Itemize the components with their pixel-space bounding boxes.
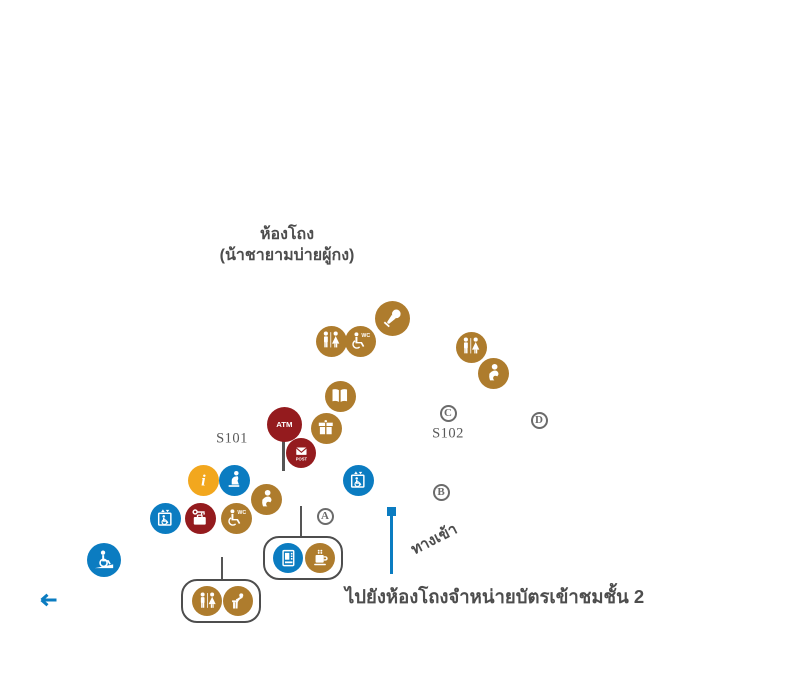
marker-c: C bbox=[439, 404, 457, 422]
kiosk2-leader-line bbox=[221, 557, 223, 579]
svg-text:POST: POST bbox=[295, 456, 307, 461]
marker-d: D bbox=[530, 411, 548, 429]
entrance-line bbox=[390, 511, 393, 574]
entrance-line-cap bbox=[386, 507, 396, 516]
prayer-room-icon bbox=[218, 464, 250, 496]
drinking-fountain-icon bbox=[223, 586, 253, 616]
gift-shop-icon bbox=[310, 412, 342, 444]
marker-a: A bbox=[316, 507, 334, 525]
nursing-room-icon bbox=[250, 483, 282, 515]
wheelchair-ramp-icon bbox=[87, 543, 121, 577]
marker-b: B bbox=[432, 483, 450, 501]
information-icon: i bbox=[187, 464, 219, 496]
room-label-s102: S102 bbox=[432, 425, 464, 442]
microphone-icon bbox=[374, 300, 410, 336]
restroom-icon bbox=[192, 586, 222, 616]
hall-title: ห้องโถง (น้าชายามบ่ายผู้กง) bbox=[220, 224, 355, 266]
bottom-note: ไปยังห้องโถงจำหน่ายบัตรเข้าชมชั้น 2 bbox=[345, 586, 645, 607]
kiosk1-leader-line bbox=[300, 506, 302, 536]
hall-title-line1: ห้องโถง bbox=[259, 226, 315, 243]
accessible-toilet-icon: WC bbox=[220, 502, 252, 534]
accessible-toilet-icon: WC bbox=[344, 325, 376, 357]
locker-icon bbox=[184, 502, 216, 534]
atm-icon: ATM bbox=[266, 406, 302, 442]
restroom-icon bbox=[455, 331, 487, 363]
elevator-icon bbox=[342, 464, 374, 496]
svg-text:ATM: ATM bbox=[276, 420, 292, 429]
svg-text:WC: WC bbox=[362, 333, 371, 339]
post-icon: POST bbox=[286, 438, 316, 468]
elevator-icon bbox=[149, 502, 181, 534]
svg-text:i: i bbox=[201, 473, 206, 490]
ticket-machine-icon bbox=[273, 543, 303, 573]
atm-leader-line bbox=[282, 440, 285, 471]
svg-text:WC: WC bbox=[238, 510, 247, 516]
restroom-icon bbox=[315, 325, 347, 357]
hall-title-line2: (น้าชายามบ่ายผู้กง) bbox=[219, 247, 355, 265]
room-label-s101: S101 bbox=[216, 430, 248, 447]
entrance-label: ทางเข้า bbox=[408, 520, 461, 559]
exit-arrow-icon bbox=[40, 593, 57, 607]
library-icon bbox=[324, 380, 356, 412]
hot-drinks-icon bbox=[305, 543, 335, 573]
nursing-room-icon bbox=[477, 357, 509, 389]
